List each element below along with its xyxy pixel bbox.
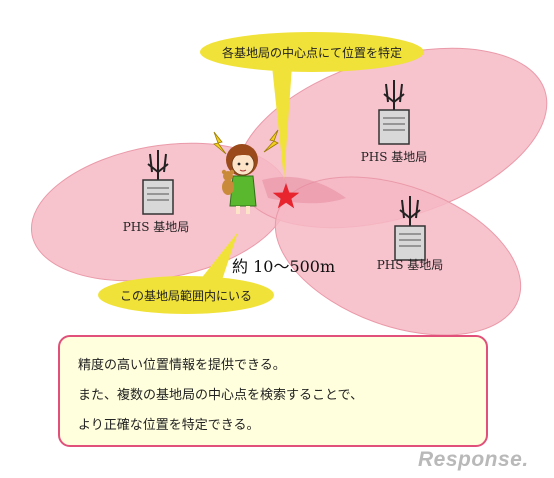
callout-top-pointer [272,66,292,180]
callout-bottom-bubble [98,276,274,314]
info-line-3: より正確な位置を特定できる。 [78,418,260,433]
station-label-lower-right: PHS 基地局 [377,258,444,272]
range-label: 約 10〜500m [232,257,335,276]
signal-lightning-icon [263,129,279,153]
signal-lightning-icon [213,131,227,155]
response-watermark: Response. [418,448,529,471]
base-station-left [142,150,174,215]
star-icon [272,183,300,209]
base-station-upper-right [378,80,410,145]
person-icon [221,144,258,214]
station-label-upper-right: PHS 基地局 [361,150,428,164]
base-station-lower-right [394,196,426,261]
callout-top-bubble [200,32,424,72]
antenna-tower-icon [394,196,426,261]
antenna-tower-icon [142,150,174,215]
callout-top-text: 各基地局の中心点にて位置を特定 [222,45,402,60]
info-line-1: 精度の高い位置情報を提供できる。 [78,358,286,373]
callout-bottom-pointer [200,232,238,280]
station-label-left: PHS 基地局 [123,220,190,234]
callout-bottom: この基地局範囲内にいる [98,232,274,314]
callout-bottom-text: この基地局範囲内にいる [120,288,252,303]
antenna-tower-icon [378,80,410,145]
info-box: 精度の高い位置情報を提供できる。 また、複数の基地局の中心点を検索することで、 … [58,335,488,447]
callout-top: 各基地局の中心点にて位置を特定 [200,32,424,180]
info-line-2: また、複数の基地局の中心点を検索することで、 [78,388,364,403]
